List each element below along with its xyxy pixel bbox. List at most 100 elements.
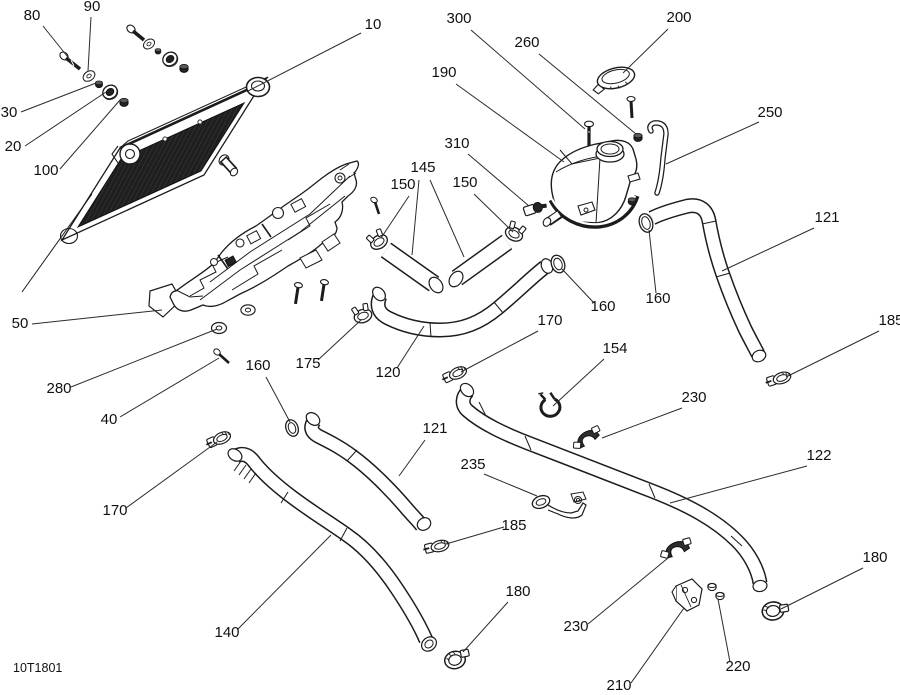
bracket-210 [671, 578, 703, 612]
bolt-cap [626, 95, 636, 119]
leader-line-145 [429, 179, 465, 258]
leader-line-160 [648, 229, 657, 294]
leader-line-122 [669, 465, 808, 504]
hose-140 [227, 446, 438, 652]
radiator-outlet-port [218, 154, 239, 177]
callout-210: 210 [606, 677, 631, 694]
spring-clamp-154 [538, 392, 562, 418]
clip-230-bottom [658, 536, 693, 560]
hose-121-right [648, 198, 767, 363]
diagram-code: 10T1801 [13, 661, 62, 675]
callout-150: 150 [390, 176, 415, 193]
leader-line-175 [317, 319, 362, 361]
leader-line-300 [470, 29, 586, 130]
frame-hardware [210, 196, 381, 364]
leader-line-170 [125, 441, 218, 509]
callout-185: 185 [878, 312, 900, 329]
leader-line-90 [87, 16, 92, 72]
leader-line-50 [31, 309, 163, 325]
callout-150: 150 [452, 174, 477, 191]
clamp-170-mid [439, 363, 470, 387]
reservoir-outlet [542, 210, 563, 227]
leader-line-190 [455, 83, 565, 163]
washer-90 [80, 68, 98, 84]
reservoir-tab [627, 172, 641, 183]
callout-180: 180 [862, 549, 887, 566]
leader-line-210 [630, 607, 685, 684]
radiator-mount-boss [111, 143, 141, 165]
leader-line-230 [601, 407, 683, 439]
bolt-300 [583, 120, 595, 146]
clamp-185-upper [763, 369, 794, 390]
clamp-180-right [761, 601, 790, 621]
nut-upper [179, 63, 189, 73]
leader-line-140 [237, 534, 332, 630]
callout-300: 300 [446, 10, 471, 27]
screw-40 [213, 348, 230, 364]
bolt-frame-right [319, 279, 329, 302]
leader-line-160 [561, 268, 595, 304]
bracket-235 [531, 491, 587, 519]
leader-line-80 [42, 25, 72, 62]
callout-250: 250 [757, 104, 782, 121]
callout-145: 145 [410, 159, 435, 176]
callout-50: 50 [12, 315, 29, 332]
callout-170: 170 [102, 502, 127, 519]
callout-80: 80 [24, 7, 41, 24]
callout-175: 175 [295, 355, 320, 372]
bolt-frame-left [293, 282, 303, 305]
leader-line-180 [780, 567, 864, 610]
callout-160: 160 [645, 290, 670, 307]
leader-line-145 [411, 179, 420, 256]
leader-line-121 [398, 439, 426, 477]
leader-line-150 [380, 195, 410, 239]
leader-line-185 [445, 526, 505, 545]
leader-line-40 [119, 357, 220, 418]
leader-line-250 [665, 121, 760, 165]
clamp-185-lower [421, 537, 451, 557]
washer-280 [210, 321, 228, 335]
radiator-core [76, 101, 246, 229]
clamp-150-right [502, 219, 528, 245]
leader-line-310 [467, 153, 530, 207]
leader-line-180 [462, 601, 509, 653]
leader-line-200 [622, 28, 669, 74]
bolt-upper [126, 24, 146, 42]
callout-230: 230 [681, 389, 706, 406]
washer-frame [240, 304, 256, 316]
leader-line-235 [483, 473, 538, 497]
leader-line-120 [396, 325, 425, 369]
leader-line-170 [460, 330, 539, 373]
hose-120 [370, 258, 554, 338]
overflow-tube-250 [647, 120, 669, 196]
leader-line-150 [473, 193, 514, 233]
hose-145-left [380, 242, 444, 294]
leader-line-160 [265, 376, 291, 423]
callout-280: 280 [46, 380, 71, 397]
spacer-upper [154, 48, 162, 55]
callout-121: 121 [814, 209, 839, 226]
leader-line-185 [785, 330, 880, 378]
clamp-180-left [443, 648, 470, 670]
hose-145-right [448, 234, 513, 288]
callout-160: 160 [245, 357, 270, 374]
bolt-80 [59, 51, 82, 71]
radiator [21, 76, 271, 293]
callout-170: 170 [537, 312, 562, 329]
nut-small [627, 197, 637, 206]
nut-30 [95, 80, 103, 89]
callout-160: 160 [590, 298, 615, 315]
callout-122: 122 [806, 447, 831, 464]
callout-185: 185 [501, 517, 526, 534]
callout-40: 40 [101, 411, 118, 428]
radiator-mount-hardware [59, 24, 189, 107]
nuts-220 [707, 582, 725, 601]
bushing-20 [99, 81, 122, 104]
callout-260: 260 [514, 34, 539, 51]
cap-200 [592, 66, 636, 95]
screw-small [370, 196, 381, 215]
callout-154: 154 [602, 340, 627, 357]
nut-260 [633, 132, 643, 142]
